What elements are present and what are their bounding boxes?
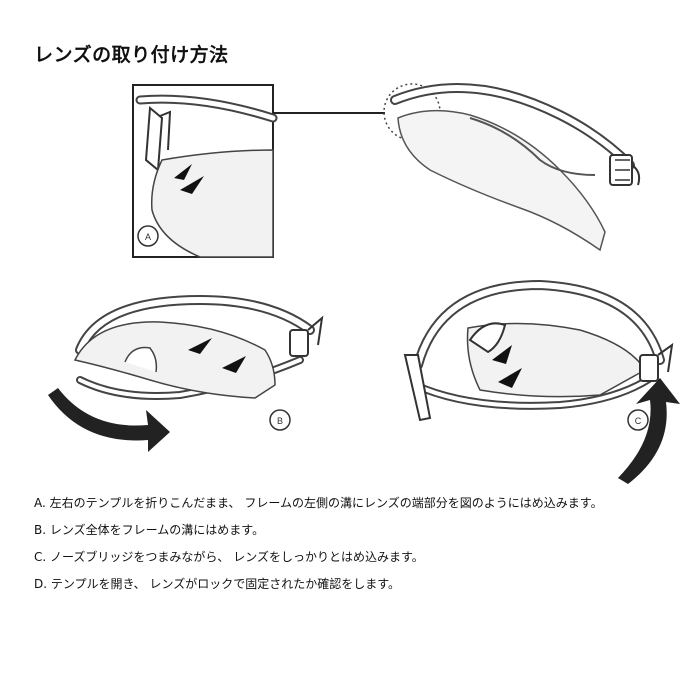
step-d-text: D. テンプルを開き、 レンズがロックで固定されたか確認をします。 — [34, 577, 401, 591]
figure-label-b: B — [277, 416, 283, 426]
glasses-step-a — [383, 83, 641, 252]
figure-label-a: A — [145, 232, 151, 242]
glasses-step-b: B — [48, 294, 324, 452]
instruction-steps: A. 左右のテンプルを折りこんだまま、 フレームの左側の溝にレンズの端部分を図の… — [34, 495, 674, 603]
page-title: レンズの取り付け方法 — [34, 44, 229, 66]
step-b-text: B. レンズ全体をフレームの溝にはめます。 — [34, 523, 265, 537]
detail-inset-a: A — [132, 84, 278, 258]
glasses-step-c: C — [403, 279, 680, 484]
step-c-text: C. ノーズブリッジをつまみながら、 レンズをしっかりとはめ込みます。 — [34, 550, 424, 564]
step-a-text: A. 左右のテンプルを折りこんだまま、 フレームの左側の溝にレンズの端部分を図の… — [34, 496, 603, 510]
figure-label-c: C — [635, 416, 642, 426]
